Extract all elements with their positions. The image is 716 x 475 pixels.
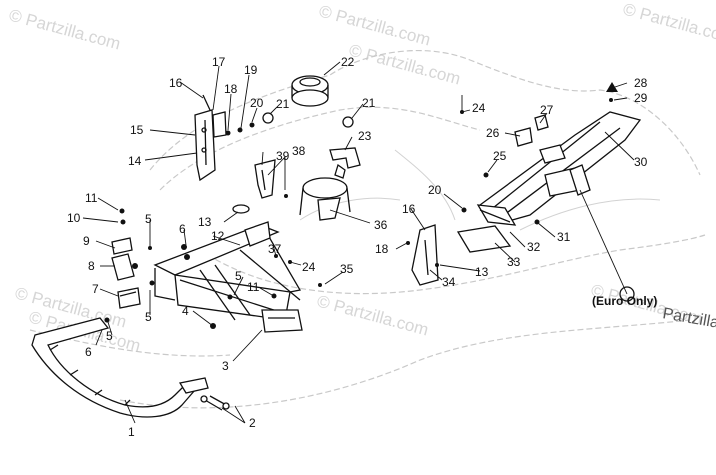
frame-assembly-part [153, 221, 303, 333]
mount-brackets-part [111, 237, 141, 309]
callout-23: 23 [358, 129, 372, 143]
callout-36: 36 [374, 218, 388, 232]
callout-39: 39 [276, 149, 290, 163]
bracket-34-part [411, 224, 439, 286]
callout-33: 33 [507, 255, 521, 269]
callout-2: 2 [249, 416, 256, 430]
callout-37: 37 [268, 242, 282, 256]
callout-18: 18 [224, 82, 238, 96]
callout-6: 6 [85, 345, 92, 359]
callout-38: 38 [292, 144, 306, 158]
callout-11: 11 [85, 191, 98, 205]
watermark-small: Partzilla [661, 305, 716, 332]
watermark: © Partzilla.com [347, 41, 463, 89]
bracket-38-part [254, 159, 276, 199]
leader-lines [82, 61, 635, 424]
callout-31: 31 [557, 230, 571, 244]
callout-5: 5 [106, 329, 113, 343]
tank-neck-part [299, 177, 351, 221]
callout-15: 15 [130, 123, 144, 137]
callout-26: 26 [486, 126, 500, 140]
watermark: © Partzilla.com [317, 2, 433, 50]
callout-6: 6 [179, 222, 186, 236]
callout-24: 24 [302, 260, 316, 274]
callout-21: 21 [276, 97, 290, 111]
callout-30: 30 [634, 155, 648, 169]
callout-3: 3 [222, 359, 229, 373]
callout-13: 13 [198, 215, 212, 229]
callout-1: 1 [128, 425, 135, 439]
callout-21: 21 [362, 96, 376, 110]
grommet-21-part [262, 112, 354, 128]
callout-20: 20 [250, 96, 264, 110]
ghost-body-outline [29, 50, 706, 409]
callout-24: 24 [472, 101, 486, 115]
callout-9: 9 [83, 234, 90, 248]
callout-12: 12 [211, 229, 225, 243]
callout-16: 16 [402, 202, 416, 216]
callout-25: 25 [493, 149, 507, 163]
bracket-23-part [329, 147, 361, 179]
callout-10: 10 [67, 211, 81, 225]
callout-labels: 1 2 3 4 5 5 5 5 6 6 7 8 9 10 11 11 12 13… [67, 55, 648, 439]
bumper-part [31, 317, 209, 418]
callout-11: 11 [247, 280, 260, 294]
euro-only-note: (Euro Only) [592, 294, 657, 308]
push-pin-28-icon [606, 82, 618, 92]
rivet-26-27-part [514, 114, 549, 147]
watermark: © Partzilla.com [315, 292, 431, 340]
bracket-32-part [476, 204, 517, 226]
hardware-dots [104, 85, 615, 329]
callout-16: 16 [169, 76, 183, 90]
euro-only-marker [619, 286, 635, 302]
callout-7: 7 [92, 282, 99, 296]
plate-33-part [456, 225, 512, 253]
callout-17: 17 [212, 55, 226, 69]
callout-29: 29 [634, 91, 648, 105]
callout-19: 19 [244, 63, 258, 77]
callout-35: 35 [340, 262, 354, 276]
watermark: © Partzilla.com [621, 0, 716, 48]
callout-14: 14 [128, 154, 142, 168]
callout-18: 18 [375, 242, 389, 256]
steering-bracket-part [194, 94, 227, 182]
watermark: © Partzilla.com [7, 6, 123, 54]
callout-27: 27 [540, 103, 554, 117]
bolts-part [200, 395, 230, 411]
callout-13: 13 [475, 265, 489, 279]
callout-8: 8 [88, 259, 95, 273]
callout-5: 5 [145, 310, 152, 324]
callout-22: 22 [341, 55, 355, 69]
rear-carrier-part [478, 111, 642, 223]
callout-5: 5 [145, 212, 152, 226]
callout-20: 20 [428, 183, 442, 197]
callout-34: 34 [442, 275, 456, 289]
callout-28: 28 [634, 76, 648, 90]
callout-5: 5 [235, 269, 242, 283]
fuel-cap-part [291, 75, 329, 107]
callout-32: 32 [527, 240, 541, 254]
callout-4: 4 [182, 304, 189, 318]
